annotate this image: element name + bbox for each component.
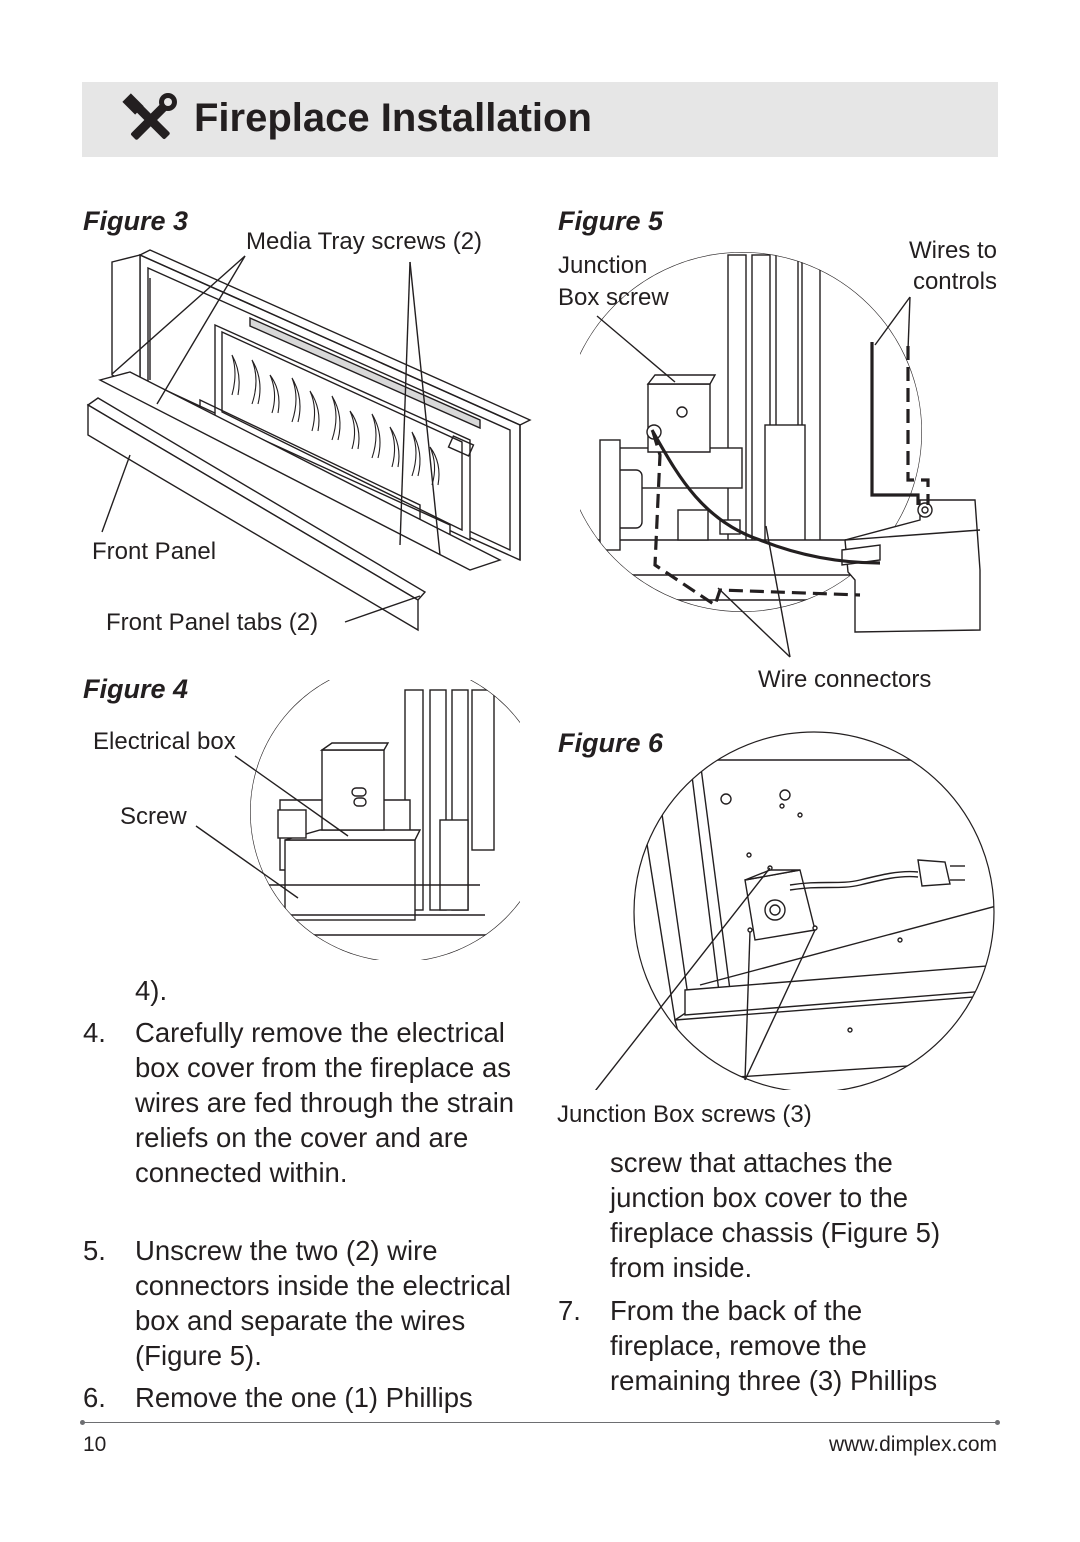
media-tray-screws-label: Media Tray screws (2) [246, 228, 483, 255]
footer-divider-end [80, 1420, 85, 1425]
figure-3-illustration [86, 249, 532, 632]
step-number: 6. [83, 1382, 106, 1413]
step-number: 5. [83, 1235, 106, 1266]
page-title: Fireplace Installation [194, 96, 592, 140]
step-text: Unscrew the two (2) wire connectors insi… [135, 1235, 512, 1371]
figure-6-illustration [595, 731, 995, 1090]
website-link[interactable]: www.dimplex.com [828, 1433, 997, 1456]
step-text: From the back of the fireplace, remove t… [610, 1295, 938, 1396]
step-number: 4. [83, 1017, 106, 1048]
step-item: 5. Unscrew the two (2) wire connectors i… [83, 1233, 523, 1373]
step-text: Remove the one (1) Phillips [135, 1382, 473, 1413]
figure-6-title: Figure 6 [558, 728, 664, 758]
step-text: Carefully remove the electrical box cove… [135, 1017, 515, 1188]
wires-to-controls-label-line2: controls [912, 268, 997, 295]
step-6-continued: screw that attaches the junction box cov… [610, 1147, 941, 1283]
junction-box-screw-label-line1: Junction [558, 252, 648, 279]
figure-5-illustration [580, 252, 981, 658]
step-number: 7. [558, 1295, 581, 1326]
front-panel-label: Front Panel [92, 538, 217, 565]
figure-4-illustration [195, 680, 520, 960]
front-panel-tabs-label: Front Panel tabs (2) [106, 609, 319, 636]
junction-box-screws-label: Junction Box screws (3) [557, 1101, 812, 1128]
wire-connectors-label: Wire connectors [758, 666, 932, 693]
figure-3-title: Figure 3 [83, 206, 189, 236]
footer-divider [82, 1422, 998, 1423]
electrical-box-label: Electrical box [93, 728, 236, 755]
figure-5-title: Figure 5 [558, 206, 664, 236]
step-item: 4. Carefully remove the electrical box c… [83, 1015, 523, 1225]
wires-to-controls-label-line1: Wires to [908, 237, 997, 264]
page-number: 10 [83, 1433, 107, 1456]
screw-label: Screw [120, 803, 187, 830]
step-4-continued: 4). [135, 975, 168, 1006]
step-item: 7. From the back of the fireplace, remov… [558, 1293, 978, 1403]
tools-icon [122, 93, 177, 140]
figure-4-title: Figure 4 [83, 674, 189, 704]
footer-divider-end [995, 1420, 1000, 1425]
section-header: Fireplace Installation [82, 82, 998, 157]
step-item: 6. Remove the one (1) Phillips [83, 1380, 523, 1416]
